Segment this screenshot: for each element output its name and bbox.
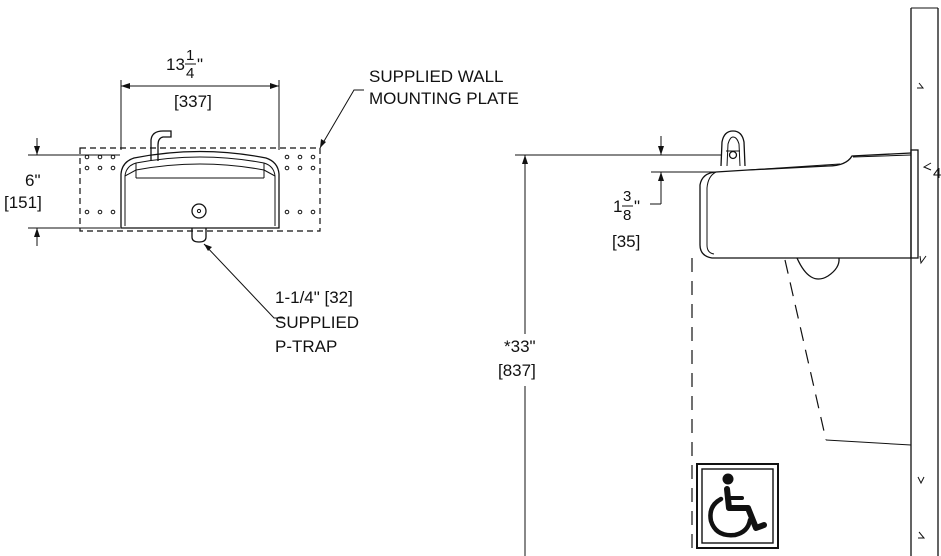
width-dim-metric: [337] xyxy=(174,92,212,111)
plate-holes xyxy=(84,154,316,215)
ptrap-stub xyxy=(191,228,207,243)
width-dim-denominator: 4 xyxy=(186,65,194,82)
width-dimension xyxy=(120,80,280,150)
width-dim-numerator: 1 xyxy=(186,47,194,64)
ptrap-leader xyxy=(203,243,284,319)
ptrap-label-line1: 1-1/4" [32] xyxy=(275,288,353,307)
width-dim-inch-mark: " xyxy=(197,55,203,74)
bubbler-side xyxy=(720,130,746,167)
width-dim-whole: 13 xyxy=(166,55,185,74)
drain xyxy=(191,203,207,219)
rim-to-spout-inch-mark: " xyxy=(634,197,640,216)
side-view: 4 xyxy=(498,7,941,556)
wheelchair-icon xyxy=(696,463,779,549)
svg-text:4: 4 xyxy=(933,165,941,182)
wall: 4 xyxy=(910,7,941,556)
rim-height-imperial: *33" xyxy=(504,337,536,356)
wall-plate-side xyxy=(910,149,919,259)
rim-to-spout-dimension xyxy=(650,136,721,205)
shroud-outline xyxy=(691,258,912,556)
rim-height-dimension xyxy=(515,154,652,556)
rim-to-spout-denominator: 8 xyxy=(623,207,631,224)
height-dim-metric: [151] xyxy=(4,193,42,212)
height-dim-imperial: 6" xyxy=(25,171,41,190)
height-dimension xyxy=(28,138,120,246)
rim-height-metric: [837] xyxy=(498,361,536,380)
mounting-plate-leader xyxy=(319,89,364,149)
ptrap-label-line3: P-TRAP xyxy=(275,337,337,356)
mounting-plate-label-line2: MOUNTING PLATE xyxy=(369,89,519,108)
rim-to-spout-whole: 1 xyxy=(613,197,622,216)
rim-to-spout-numerator: 3 xyxy=(623,188,631,205)
bubbler-spout xyxy=(150,130,172,161)
fountain-front xyxy=(120,150,280,229)
mounting-plate-label-line1: SUPPLIED WALL xyxy=(369,67,503,86)
plan-view: 13 1 4 " [337] 6" [151] SUPPLIED WALL MO… xyxy=(4,47,519,356)
fountain-side xyxy=(699,152,912,259)
ptrap-label-line2: SUPPLIED xyxy=(275,313,359,332)
rim-to-spout-metric: [35] xyxy=(612,232,640,251)
trap-elbow xyxy=(796,257,840,280)
mounting-plate-outline xyxy=(79,147,321,232)
